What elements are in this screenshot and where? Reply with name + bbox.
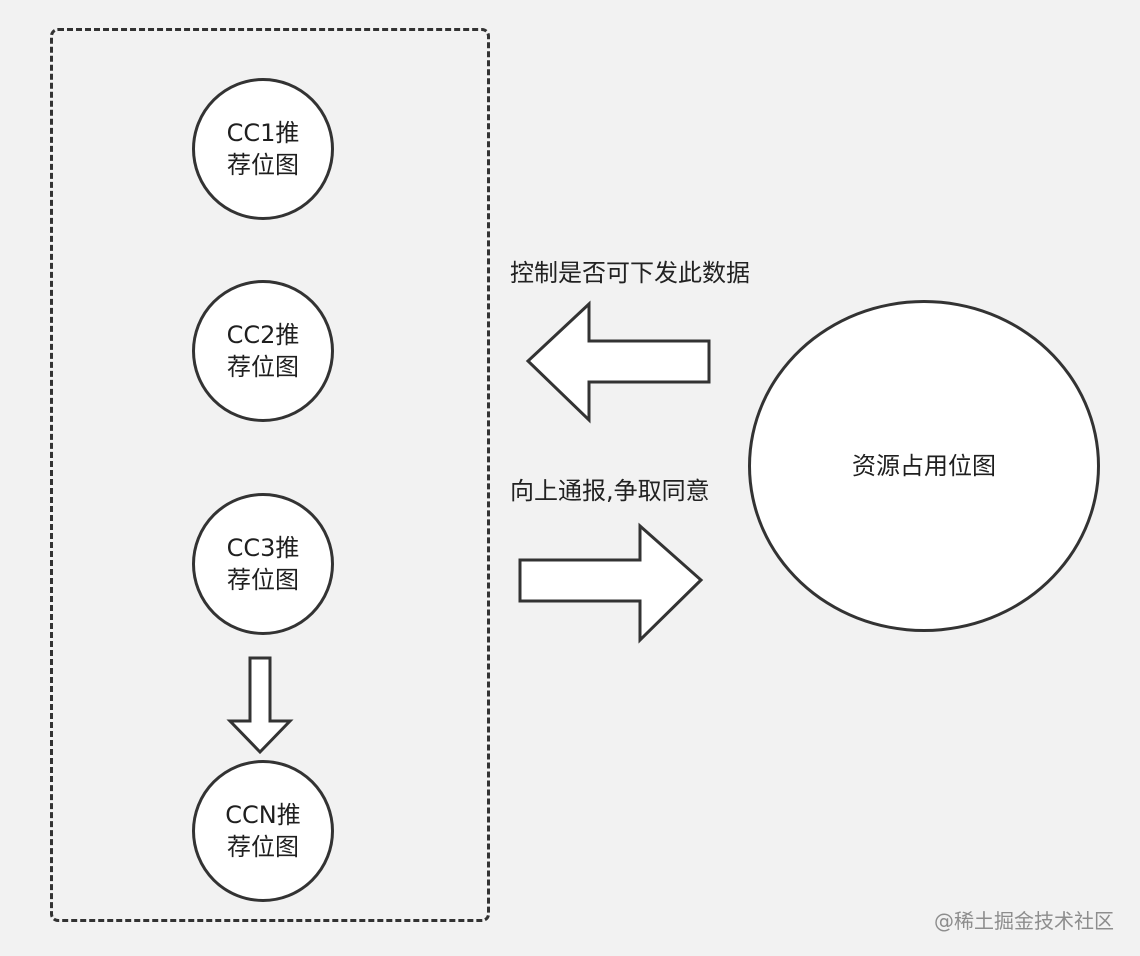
resource-node: 资源占用位图 <box>748 300 1100 632</box>
watermark: @稀土掘金技术社区 <box>934 909 1114 933</box>
down-arrow <box>226 656 294 755</box>
cc2-label: CC2推荐位图 <box>226 321 300 381</box>
control-edge-label: 控制是否可下发此数据 <box>510 259 750 287</box>
ccn-node: CCN推荐位图 <box>192 760 334 902</box>
cc1-node: CC1推荐位图 <box>192 78 334 220</box>
right-arrow <box>518 522 704 644</box>
cc1-label: CC1推荐位图 <box>226 119 300 179</box>
report-edge-label: 向上通报,争取同意 <box>510 477 710 505</box>
resource-label: 资源占用位图 <box>852 452 996 480</box>
cc3-node: CC3推荐位图 <box>192 493 334 635</box>
ccn-label: CCN推荐位图 <box>225 801 301 861</box>
cc2-node: CC2推荐位图 <box>192 280 334 422</box>
cc-group-box <box>50 28 490 922</box>
cc3-label: CC3推荐位图 <box>226 534 300 594</box>
left-arrow <box>525 300 711 424</box>
